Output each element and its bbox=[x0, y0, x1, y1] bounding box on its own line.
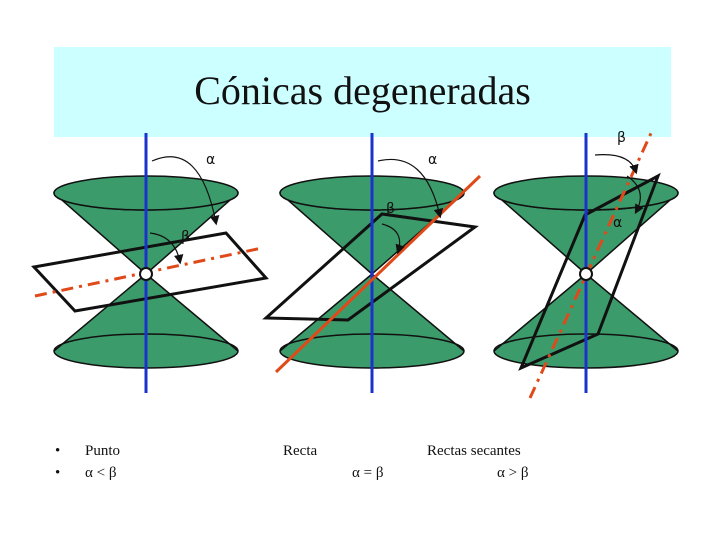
bullet-marker: • bbox=[55, 465, 61, 481]
label-rectas-secantes: Rectas secantes bbox=[427, 443, 521, 459]
bullet-marker: • bbox=[55, 443, 61, 459]
bullet-list: • Punto Recta Rectas secantes • α < β α … bbox=[55, 443, 655, 487]
panel-line: α β bbox=[262, 133, 482, 393]
alpha-arc bbox=[377, 158, 444, 219]
alpha-arc bbox=[626, 175, 644, 215]
condition-alpha-less-beta: α < β bbox=[85, 465, 117, 481]
alpha-label: α bbox=[206, 152, 215, 168]
label-recta: Recta bbox=[283, 443, 318, 459]
condition-alpha-greater-beta: α > β bbox=[497, 465, 529, 481]
beta-label: β bbox=[181, 229, 190, 245]
beta-label: β bbox=[386, 201, 395, 217]
alpha-label: α bbox=[428, 152, 437, 168]
label-punto: Punto bbox=[85, 443, 121, 459]
condition-alpha-equals-beta: α = β bbox=[352, 465, 384, 481]
title-band bbox=[54, 47, 671, 137]
cutting-plane bbox=[518, 172, 661, 371]
bullet-row-names: • Punto Recta Rectas secantes bbox=[55, 443, 655, 465]
slide-title: Cónicas degeneradas bbox=[194, 68, 531, 113]
panel-point: α β bbox=[31, 133, 269, 393]
cutting-plane bbox=[262, 212, 479, 322]
beta-arc bbox=[149, 232, 184, 265]
panel-secant-lines: β α bbox=[493, 130, 679, 399]
beta-arc bbox=[381, 223, 405, 255]
cutting-plane bbox=[31, 231, 269, 313]
alpha-arc bbox=[151, 156, 220, 226]
plane-trace-line bbox=[528, 130, 654, 399]
bullet-row-conditions: • α < β α = β α > β bbox=[55, 465, 655, 487]
beta-label: β bbox=[617, 130, 626, 146]
generatrix-line bbox=[274, 174, 482, 374]
alpha-label: α bbox=[613, 215, 622, 231]
vertex-point bbox=[139, 267, 153, 281]
vertex-point bbox=[579, 267, 593, 281]
beta-arc bbox=[594, 154, 639, 175]
